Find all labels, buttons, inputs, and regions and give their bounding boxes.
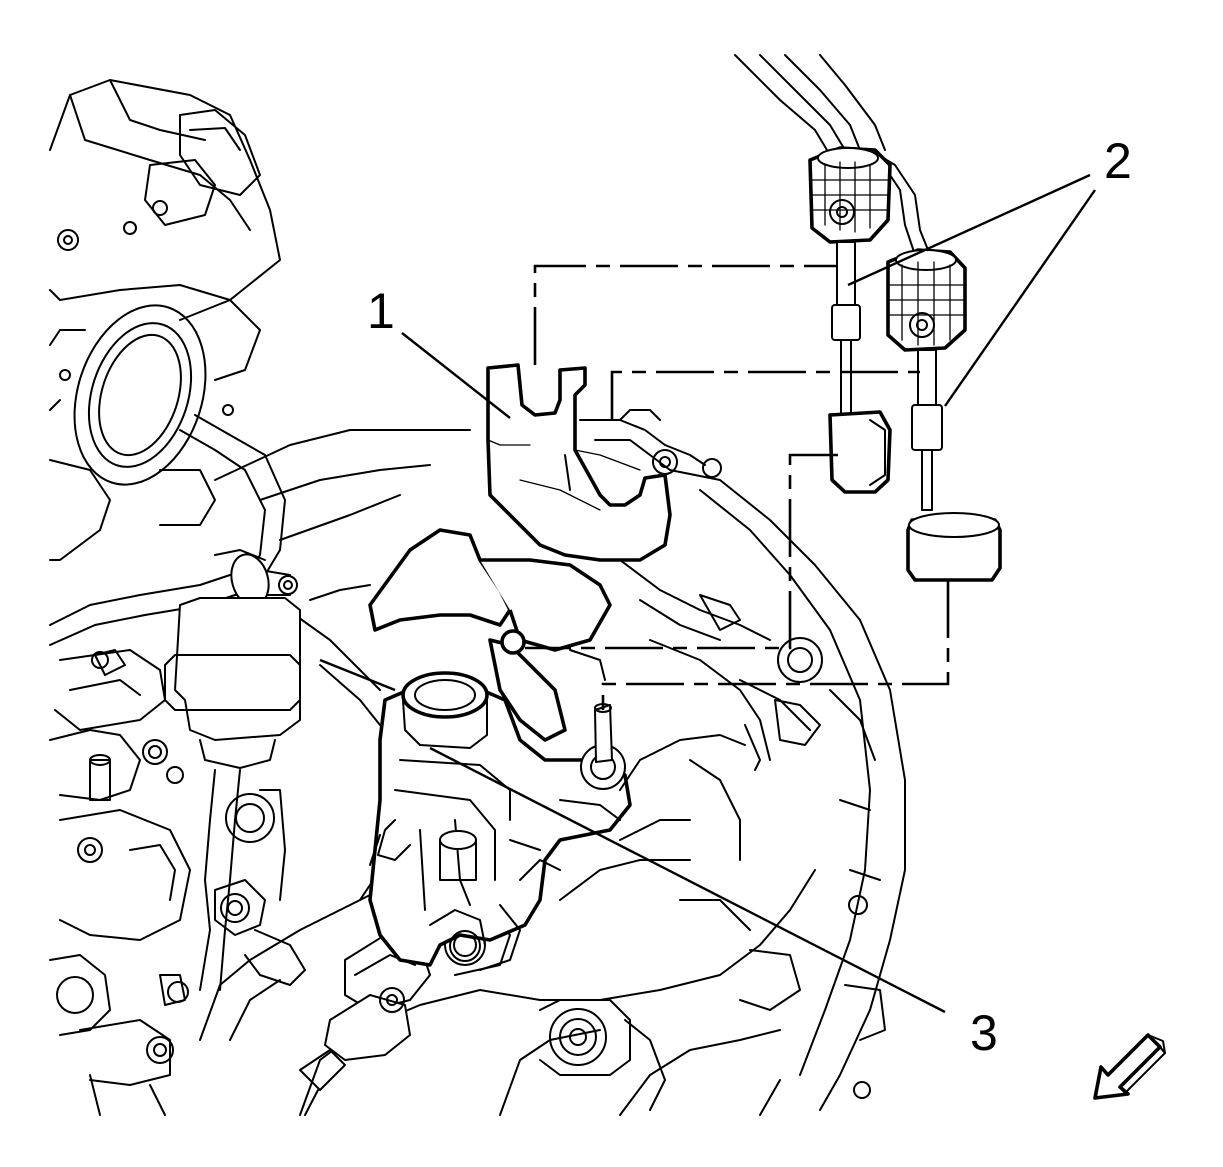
shift-cable-end-upper (808, 146, 892, 494)
shift-cables (734, 54, 931, 256)
callout-1: 1 (367, 283, 395, 339)
shift-cable-bracket (486, 363, 672, 562)
lower-left-components (49, 597, 306, 1116)
cable-shield-cover (368, 528, 612, 742)
shift-cable-end-lower (886, 248, 1002, 582)
drain-plug (539, 999, 666, 1111)
bracket-connector (564, 409, 722, 491)
shift-control-assembly (368, 671, 761, 971)
callout-2: 2 (1104, 133, 1132, 189)
front-direction-arrow-icon (1093, 1033, 1166, 1100)
callout-3: 3 (970, 1005, 998, 1061)
coolant-hose (49, 414, 298, 646)
transmission-housing (199, 429, 906, 1116)
throttle-body-assembly (49, 79, 281, 561)
leader-lines (319, 173, 1096, 1014)
alignment-lines (525, 264, 950, 710)
